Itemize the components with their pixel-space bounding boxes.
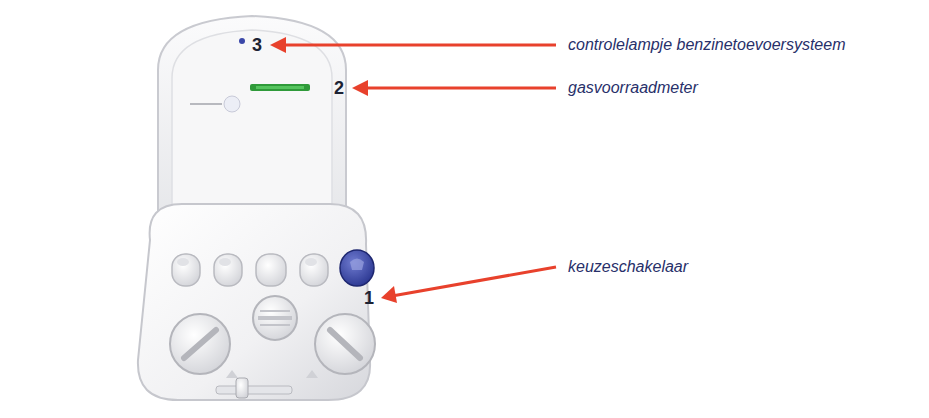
callout-number: 2 <box>334 78 344 98</box>
gauge-pivot <box>224 96 240 112</box>
callout-label: keuzeschakelaar <box>568 257 688 277</box>
button-row <box>172 254 328 286</box>
callout-number: 1 <box>364 288 374 308</box>
gas-level-bar-highlight <box>256 86 304 89</box>
selector-symbol <box>350 259 364 271</box>
rotary-knobs <box>170 296 375 378</box>
gauge-housing <box>158 16 346 222</box>
slider-track <box>216 386 292 394</box>
callout-number: 3 <box>252 35 262 55</box>
slider-handle <box>236 378 248 398</box>
selector-switch <box>340 250 374 286</box>
gauge-mark <box>190 103 222 105</box>
callout-label: gasvoorraadmeter <box>568 78 698 98</box>
gauge-window <box>172 30 332 210</box>
gas-level-bar <box>250 84 310 91</box>
callout-label: controlelampje benzinetoevoersysteem <box>568 35 845 55</box>
indicator-lamp <box>239 38 245 44</box>
leader-arrows <box>270 37 556 303</box>
